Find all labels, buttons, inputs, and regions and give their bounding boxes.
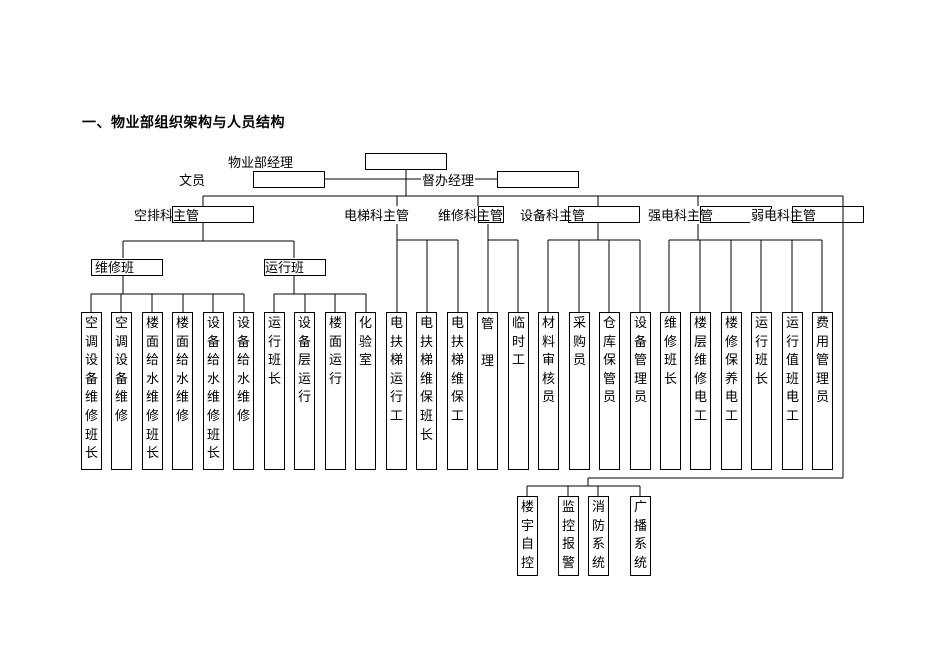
label-dept-weak: 弱电科主管 [750, 209, 818, 224]
staff-box: 临时工 [508, 312, 529, 470]
box-dept-hvac [172, 206, 254, 223]
staff-box: 设备管理员 [630, 312, 651, 470]
staff-box: 维修班长 [660, 312, 681, 470]
box-team-ops [264, 259, 326, 276]
weak-system-box: 广播系统 [630, 496, 651, 576]
staff-box: 楼面运行 [325, 312, 346, 470]
box-dept-weak [792, 206, 864, 223]
label-team-repair: 维修班 [95, 261, 135, 276]
label-dept-elevator: 电梯科主管 [343, 209, 411, 224]
label-clerk: 文员 [178, 174, 207, 189]
weak-system-box: 消防系统 [588, 496, 609, 576]
staff-box: 管理 [477, 312, 498, 470]
staff-box: 化验室 [355, 312, 376, 470]
box-supervisor [497, 171, 579, 188]
staff-box: 仓库保管员 [599, 312, 620, 470]
staff-box: 采购员 [569, 312, 590, 470]
box-manager [365, 153, 447, 170]
staff-box: 运行班长 [751, 312, 772, 470]
staff-box: 楼面给水维修班长 [142, 312, 163, 470]
label-dept-maintenance: 维修科主管 [437, 209, 505, 224]
staff-box: 设备给水维修 [233, 312, 254, 470]
box-team-repair [91, 259, 163, 276]
label-manager: 物业部经理 [227, 156, 295, 171]
staff-box: 空调设备维修 [111, 312, 132, 470]
box-dept-maintenance [478, 206, 504, 223]
label-dept-hvac: 空排科主管 [133, 209, 201, 224]
staff-box: 空调设备维修班长 [81, 312, 102, 470]
label-supervisor: 督办经理 [421, 174, 476, 189]
box-clerk [253, 171, 325, 188]
staff-box: 运行值班电工 [782, 312, 803, 470]
staff-box: 设备给水维修班长 [203, 312, 224, 470]
weak-system-box: 楼宇自控 [517, 496, 538, 576]
staff-box: 楼面给水维修 [172, 312, 193, 470]
label-dept-strong: 强电科主管 [647, 209, 715, 224]
box-dept-equipment [568, 206, 640, 223]
staff-box: 楼修保养电工 [721, 312, 742, 470]
weak-system-box: 监控报警 [558, 496, 579, 576]
staff-box: 电扶梯维保工 [447, 312, 468, 470]
staff-box: 电扶梯运行工 [386, 312, 407, 470]
staff-box: 电扶梯维保班长 [416, 312, 437, 470]
staff-box: 费用管理员 [812, 312, 833, 470]
label-team-ops: 运行班 [265, 261, 305, 276]
staff-box: 楼层维修电工 [690, 312, 711, 470]
staff-box: 设备层运行 [294, 312, 315, 470]
staff-box: 材料审核员 [538, 312, 559, 470]
page-heading: 一、物业部组织架构与人员结构 [82, 115, 285, 131]
staff-box: 运行班长 [264, 312, 285, 470]
